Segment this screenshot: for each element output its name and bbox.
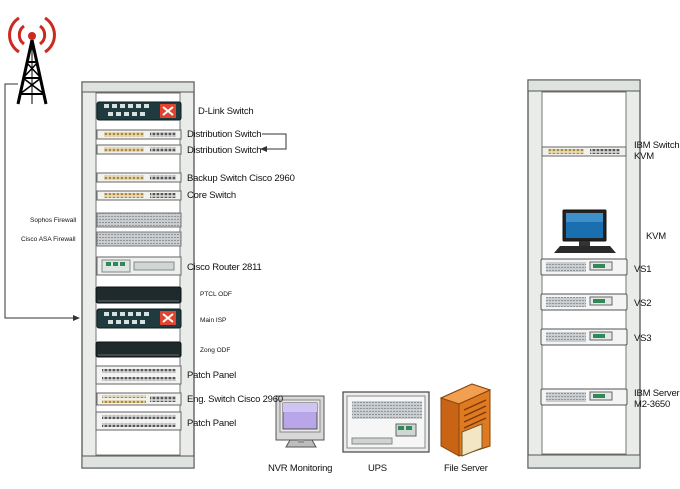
patch-panel-1-device <box>95 365 182 385</box>
label-patch-panel-1: Patch Panel <box>187 370 237 381</box>
patch-panel-2-device <box>95 411 182 431</box>
label-ptcl-odf: PTCL ODF <box>200 291 232 298</box>
sophos-firewall-device <box>96 212 182 228</box>
radio-tower-icon <box>8 16 56 105</box>
ups-icon <box>342 391 430 453</box>
label-ibm-server: IBM Server M2-3650 <box>634 388 680 410</box>
ibm-server-device <box>540 388 628 406</box>
vs2-server-device <box>540 293 628 311</box>
file-server-icon <box>439 383 492 457</box>
cisco-asa-firewall-device <box>96 231 182 247</box>
eng-switch-device <box>96 392 182 406</box>
label-core-switch: Core Switch <box>187 190 237 201</box>
label-vs2: VS2 <box>634 298 652 309</box>
label-file-server: File Server <box>444 463 488 474</box>
label-distribution-switch-1: Distribution Switch <box>187 129 262 140</box>
label-sophos-firewall: Sophos Firewall <box>30 217 77 224</box>
label-dlink-switch: D-Link Switch <box>198 106 254 117</box>
label-eng-switch: Eng. Switch Cisco 2960 <box>187 394 283 405</box>
label-zong-odf: Zong ODF <box>200 347 231 354</box>
label-kvm: KVM <box>646 231 666 242</box>
label-main-isp: Main ISP <box>200 317 227 324</box>
backup-switch-device <box>96 172 182 183</box>
cisco-router-device <box>96 256 182 276</box>
distribution-link-connector <box>260 133 287 152</box>
dlink-switch-device <box>96 101 182 121</box>
vs3-server-device <box>540 328 628 346</box>
ibm-switch-kvm-device <box>541 146 627 157</box>
distribution-switch-2 <box>96 144 182 155</box>
label-vs3: VS3 <box>634 333 652 344</box>
label-distribution-switch-2: Distribution Switch <box>187 145 262 156</box>
label-patch-panel-2: Patch Panel <box>187 418 237 429</box>
distribution-switch-1 <box>96 129 182 140</box>
label-backup-switch: Backup Switch Cisco 2960 <box>187 173 295 184</box>
label-nvr-monitoring: NVR Monitoring <box>268 463 333 474</box>
ptcl-odf-device <box>95 286 182 304</box>
label-cisco-asa-firewall: Cisco ASA Firewall <box>21 236 76 243</box>
nvr-monitor-icon <box>275 395 325 448</box>
label-cisco-router: Cisco Router 2811 <box>187 262 262 273</box>
main-isp-device <box>96 308 182 329</box>
kvm-monitor-icon <box>554 209 616 253</box>
tower-to-isp-connector <box>4 83 80 321</box>
zong-odf-device <box>95 341 182 358</box>
label-vs1: VS1 <box>634 264 652 275</box>
label-ibm-switch-kvm: IBM Switch KVM <box>634 140 680 162</box>
vs1-server-device <box>540 258 628 276</box>
core-switch-device <box>96 190 182 201</box>
label-ups: UPS <box>368 463 387 474</box>
